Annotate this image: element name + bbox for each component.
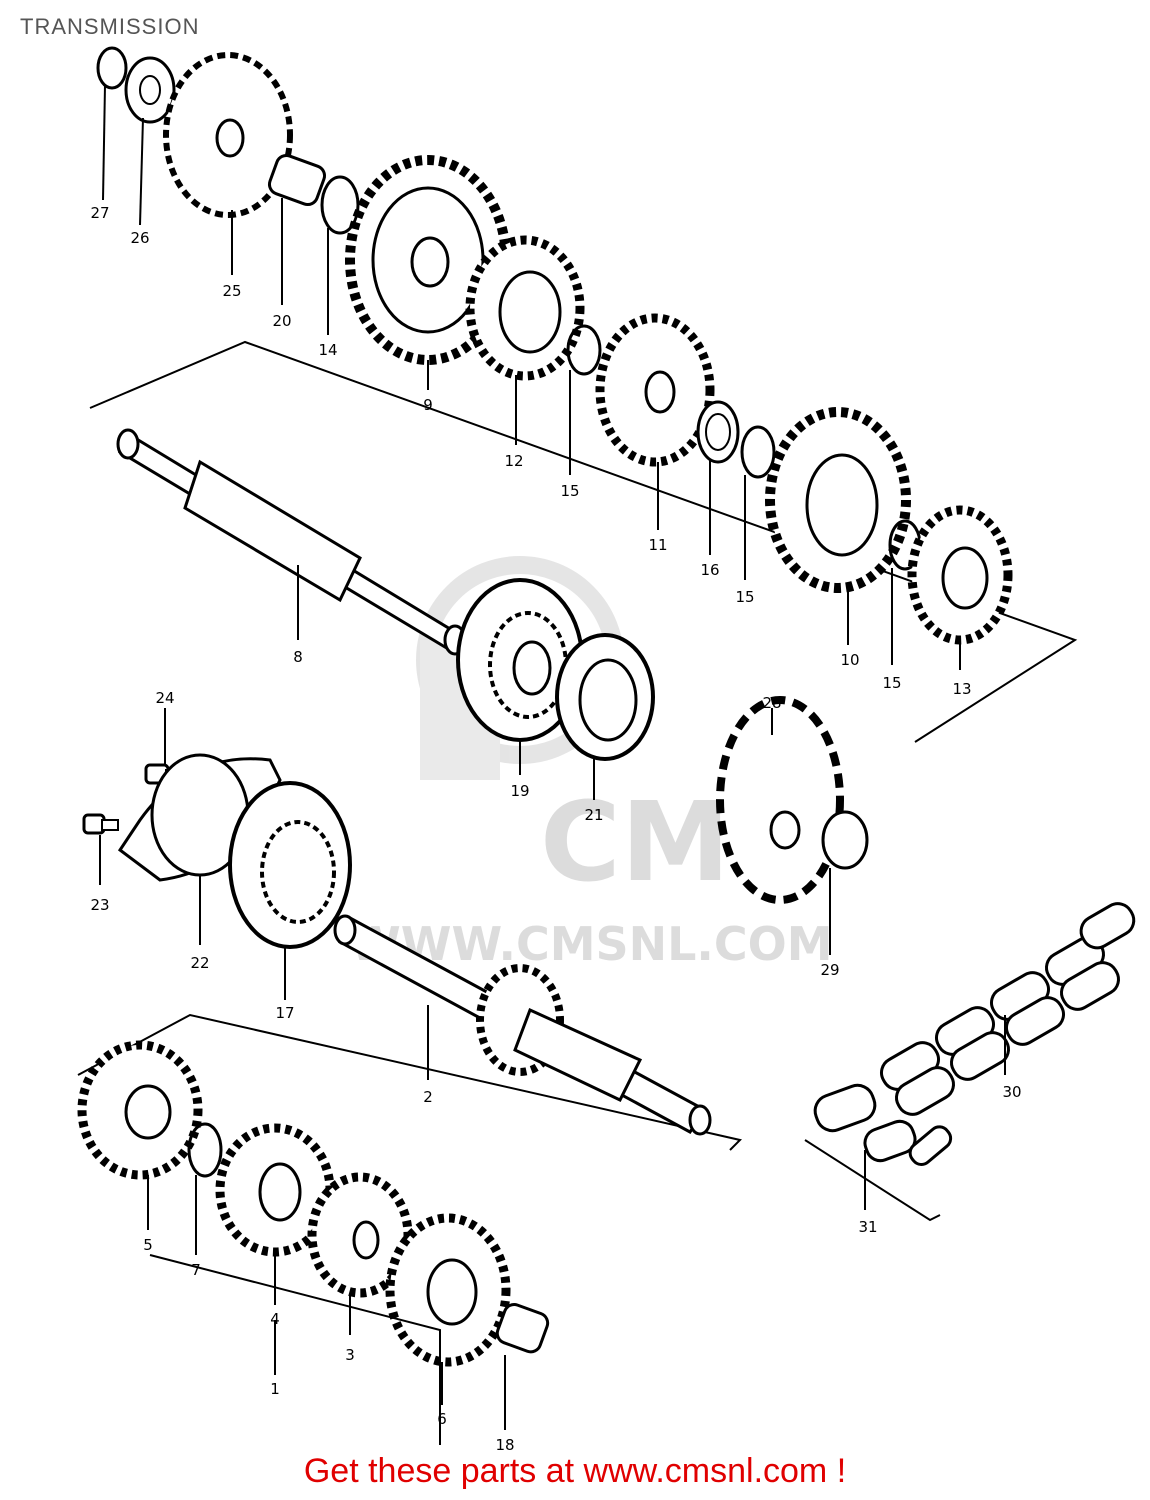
part-15-circlip-b	[740, 425, 776, 479]
label-28: 28	[762, 694, 781, 712]
label-23: 23	[90, 896, 109, 914]
label-17: 17	[275, 1004, 294, 1022]
label-13: 13	[952, 680, 971, 698]
label-4: 4	[270, 1310, 280, 1328]
part-25-sprocket	[163, 52, 293, 218]
label-3: 3	[345, 1346, 355, 1364]
label-2: 2	[423, 1088, 433, 1106]
label-8: 8	[293, 648, 303, 666]
part-12-gear	[465, 235, 585, 381]
label-6: 6	[437, 1410, 447, 1428]
label-24: 24	[155, 689, 174, 707]
label-15c: 15	[882, 674, 901, 692]
part-5-gear	[77, 1040, 203, 1180]
label-12: 12	[504, 452, 523, 470]
part-3-gear	[307, 1172, 413, 1298]
label-7: 7	[191, 1261, 201, 1279]
part-8-countershaft	[116, 428, 467, 656]
label-22: 22	[190, 954, 209, 972]
part-28-drive-sprocket	[716, 696, 844, 904]
label-16: 16	[700, 561, 719, 579]
part-18-bushing	[495, 1302, 550, 1354]
label-18: 18	[495, 1436, 514, 1454]
label-30: 30	[1002, 1083, 1021, 1101]
label-25: 25	[222, 282, 241, 300]
label-1: 1	[270, 1380, 280, 1398]
leader-lines	[99, 84, 1006, 1430]
bracket-chain	[804, 1139, 941, 1222]
part-20-bushing	[267, 153, 327, 207]
label-19: 19	[510, 782, 529, 800]
part-27-cap	[96, 46, 128, 90]
part-10-gear	[765, 407, 911, 593]
footer-promo-text: Get these parts at www.cmsnl.com !	[303, 1452, 847, 1490]
part-13-gear	[907, 505, 1013, 645]
part-23-bolt	[82, 813, 119, 835]
part-26-washer	[124, 56, 176, 124]
label-10: 10	[840, 651, 859, 669]
part-16-washer	[696, 400, 740, 464]
label-11: 11	[648, 536, 667, 554]
label-9: 9	[423, 396, 433, 414]
part-29-lock-washer	[821, 810, 869, 870]
part-2-driveshaft	[333, 914, 712, 1136]
part-19-bearing	[456, 578, 584, 742]
label-15b: 15	[735, 588, 754, 606]
part-30-drive-chain	[880, 902, 1136, 1116]
label-15a: 15	[560, 482, 579, 500]
part-6-gear	[385, 1213, 511, 1367]
label-31: 31	[858, 1218, 877, 1236]
part-31-joint-link	[813, 1083, 953, 1166]
part-15-circlip-a	[566, 324, 602, 376]
bracket-lower	[77, 1013, 742, 1151]
label-21: 21	[584, 806, 603, 824]
part-22-bearing-retainer	[117, 753, 282, 882]
label-14: 14	[318, 341, 337, 359]
label-26: 26	[130, 229, 149, 247]
page-title: TRANSMISSION	[20, 14, 200, 39]
part-17-bearing	[228, 781, 352, 949]
part-11-gear	[595, 313, 715, 467]
bracket-upper	[89, 340, 1078, 743]
part-21-oil-seal	[555, 633, 655, 761]
label-5: 5	[143, 1236, 153, 1254]
bracket-gears	[149, 1254, 441, 1445]
part-7-circlip	[187, 1122, 223, 1178]
label-29: 29	[820, 961, 839, 979]
label-20: 20	[272, 312, 291, 330]
part-labels: 27 26 25 20 14 9 12 15 11 16 15 10 15 13…	[90, 204, 1021, 1454]
label-27: 27	[90, 204, 109, 222]
part-14-washer	[320, 175, 360, 235]
